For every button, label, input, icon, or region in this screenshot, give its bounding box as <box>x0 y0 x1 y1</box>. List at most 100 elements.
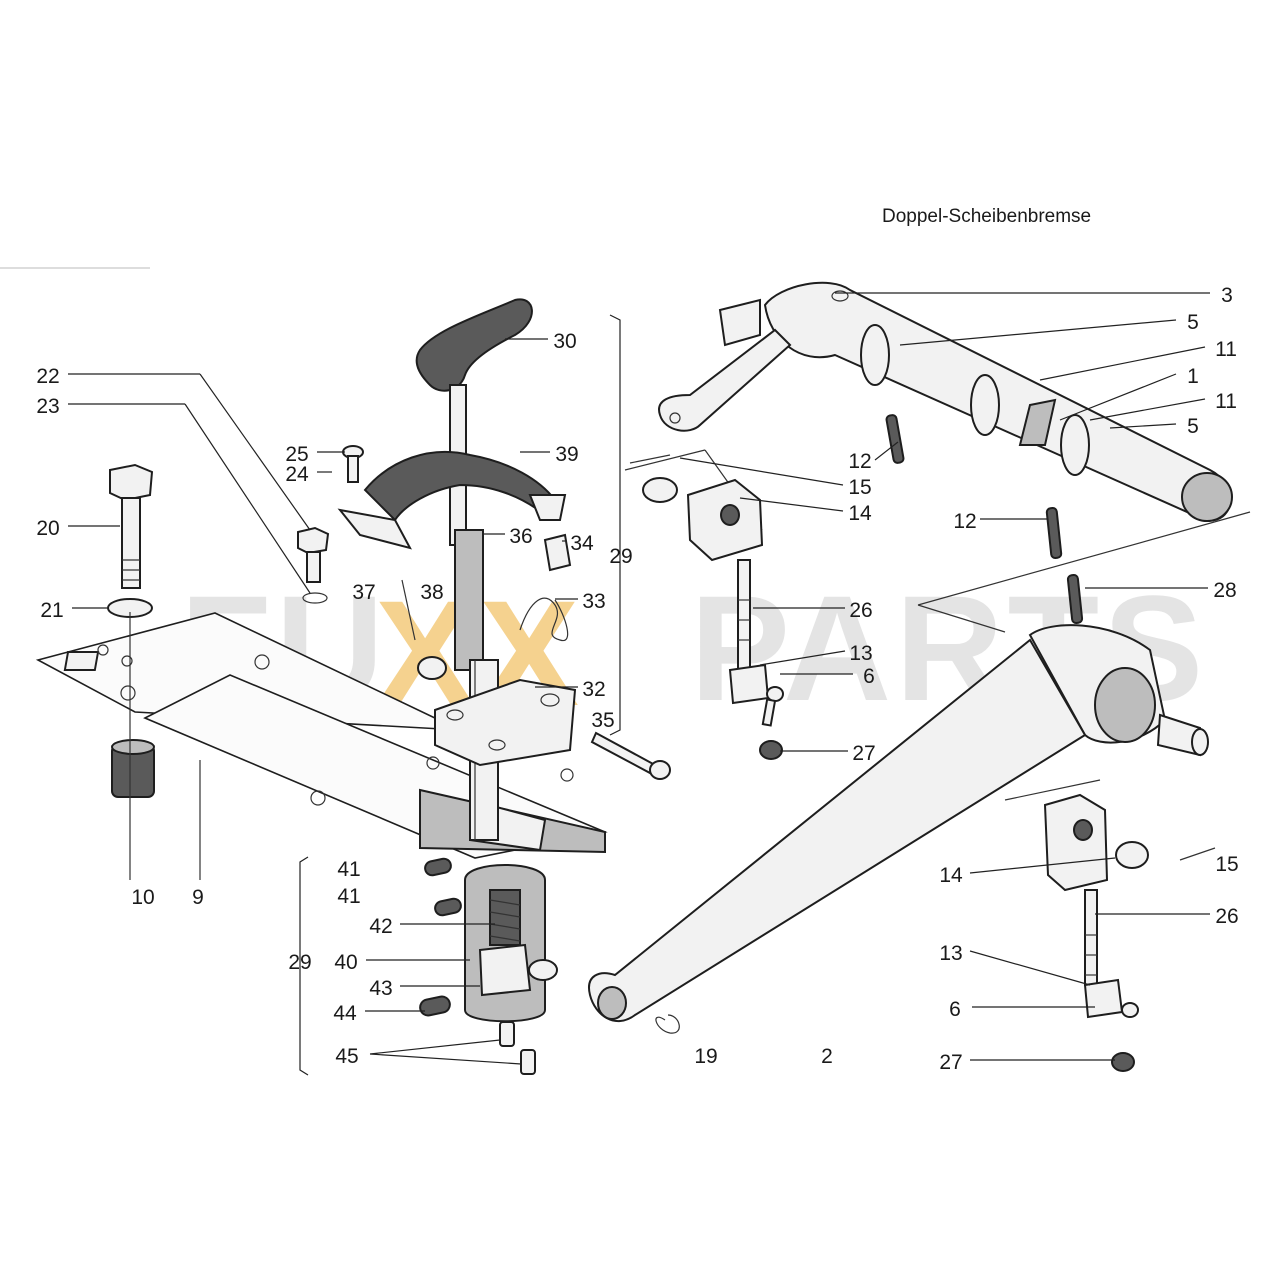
callout-c30: 30 <box>553 330 576 353</box>
callout-c3: 3 <box>1221 284 1233 307</box>
leader-c11b <box>1089 398 1206 421</box>
hand-lever <box>415 298 533 841</box>
upper-lever-arm <box>658 328 792 432</box>
cotter-pin-15-b <box>1179 847 1216 861</box>
nut-27-b <box>1111 1052 1135 1072</box>
block-34 <box>543 533 572 572</box>
callout-c5b: 5 <box>1187 415 1199 438</box>
leader-c13a <box>759 650 846 666</box>
callout-c10: 10 <box>131 886 154 909</box>
lock-washer-23 <box>302 592 328 604</box>
pin-12-a <box>885 414 905 464</box>
roll-pin-41-a <box>424 857 452 877</box>
pin-12-b <box>1045 507 1063 559</box>
callout-c42: 42 <box>369 915 392 938</box>
pin-28 <box>1066 574 1084 624</box>
clevis-block-14-b <box>1043 793 1149 892</box>
callout-c27b: 27 <box>939 1051 962 1074</box>
callout-c40: 40 <box>334 951 357 974</box>
callout-c41b: 41 <box>337 885 360 908</box>
callout-c27a: 27 <box>852 742 875 765</box>
pin-45-b <box>520 1049 536 1075</box>
callout-c34: 34 <box>570 532 594 555</box>
circlip-19 <box>655 1014 680 1034</box>
callout-c38: 38 <box>420 581 443 604</box>
washer-38 <box>417 656 447 680</box>
spacer-10 <box>111 739 155 798</box>
callout-c29a: 29 <box>609 545 632 568</box>
leader-c13b <box>969 950 1091 986</box>
leader-c1 <box>1059 373 1177 421</box>
upper-lever-hole <box>669 412 681 424</box>
callout-c11b: 11 <box>1215 390 1237 413</box>
roll-pin-44 <box>419 995 451 1017</box>
callout-c35: 35 <box>591 709 614 732</box>
plane-lower-right <box>1004 779 1101 801</box>
callout-c29b: 29 <box>288 951 311 974</box>
bolt-35 <box>590 731 671 780</box>
leader-22 <box>199 373 311 531</box>
leader-c11a <box>1039 346 1206 381</box>
leader-lines <box>68 292 1210 1061</box>
callout-c37: 37 <box>352 581 375 604</box>
callout-c20: 20 <box>36 517 59 540</box>
screw-25 <box>342 445 364 483</box>
callout-c33: 33 <box>582 590 605 613</box>
leader-23 <box>184 403 311 594</box>
tie-rod-26-a <box>737 559 751 671</box>
pin-37 <box>401 579 416 641</box>
callout-c39: 39 <box>555 443 578 466</box>
callout-c13a: 13 <box>849 642 872 665</box>
swivel-6-b <box>1083 978 1139 1019</box>
nut-27-a <box>759 740 783 760</box>
swivel-6-a <box>728 663 784 727</box>
brake-lever-arm-2 <box>588 638 1087 1022</box>
callout-c15a: 15 <box>848 476 871 499</box>
ratchet-housing-32 <box>434 678 577 767</box>
leader-c5a <box>899 319 1177 346</box>
callout-c14b: 14 <box>939 864 963 887</box>
callout-c32: 32 <box>582 678 605 701</box>
diagram-title: Doppel-Scheibenbremse <box>882 206 1091 227</box>
callout-c11a: 11 <box>1215 338 1237 361</box>
callout-c5a: 5 <box>1187 311 1199 334</box>
bracket-29-bottom <box>299 856 309 1076</box>
leader-c5b <box>1109 423 1177 429</box>
leader-c12a <box>874 441 899 461</box>
callout-c6a: 6 <box>863 665 875 688</box>
tie-rod-26-b <box>1084 889 1098 986</box>
callout-c14a: 14 <box>848 502 872 525</box>
lower-shaft-28 <box>1028 624 1209 757</box>
spring-33 <box>519 597 569 642</box>
callout-c12b: 12 <box>953 510 976 533</box>
callout-c23: 23 <box>36 395 59 418</box>
callout-c26a: 26 <box>849 599 872 622</box>
clevis-block-14-a <box>642 477 764 562</box>
callout-c41a: 41 <box>337 858 360 881</box>
callout-c9: 9 <box>192 886 204 909</box>
callout-c45: 45 <box>335 1045 358 1068</box>
callout-c25: 25 <box>285 443 308 466</box>
pin-45-a <box>499 1021 515 1047</box>
bracket-29-top <box>609 314 621 736</box>
callout-c12a: 12 <box>848 450 871 473</box>
callout-c2: 2 <box>821 1045 833 1068</box>
bolt-22 <box>297 526 330 583</box>
leader-c14b <box>969 857 1116 874</box>
leader-45 <box>369 1039 522 1065</box>
callout-c13b: 13 <box>939 942 962 965</box>
callout-c21: 21 <box>40 599 63 622</box>
bracket-39 <box>337 451 567 550</box>
callout-c44: 44 <box>333 1002 357 1025</box>
cotter-pin-15-a <box>629 454 671 464</box>
callout-c36: 36 <box>509 525 532 548</box>
roll-pin-41-b <box>434 897 462 917</box>
plane-upper-right <box>917 511 1251 633</box>
cylinder-40 <box>464 864 558 1023</box>
leader-c15a <box>679 457 844 486</box>
bolt-20 <box>109 463 154 589</box>
callout-c19: 19 <box>694 1045 717 1068</box>
upper-shaft <box>718 281 1233 522</box>
